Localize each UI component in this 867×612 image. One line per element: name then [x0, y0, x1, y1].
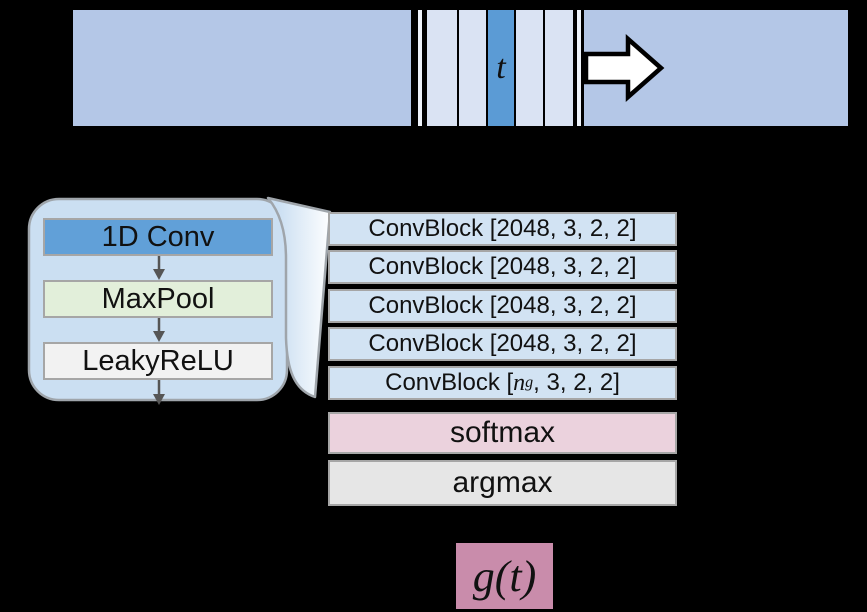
layer-label: 1D Conv: [101, 220, 215, 253]
convblock-ng-prefix: ConvBlock [: [385, 369, 514, 396]
frame-index-label: t: [496, 49, 506, 86]
convblock-row-label: ConvBlock [2048, 3, 2, 2]: [368, 292, 637, 319]
convblock-row-label: ConvBlock [2048, 3, 2, 2]: [368, 330, 637, 357]
layer-box-maxpool: MaxPool: [43, 280, 273, 318]
frame-divider-sliver: [418, 10, 422, 126]
argmax-row: argmax: [328, 460, 677, 506]
argmax-label: argmax: [452, 466, 553, 499]
convblock-row: ConvBlock [2048, 3, 2, 2]: [328, 212, 677, 246]
layer-box-1d-conv: 1D Conv: [43, 218, 273, 256]
frame-stripe: [459, 10, 486, 126]
down-arrow-icon: [153, 318, 165, 342]
right-arrow-icon: [583, 34, 665, 102]
convblock-ng-suffix: , 3, 2, 2]: [533, 369, 620, 396]
convblock-ng-variable: n: [513, 369, 526, 396]
down-arrow-icon: [153, 380, 165, 405]
convblock-row: ConvBlock [2048, 3, 2, 2]: [328, 327, 677, 361]
layer-box-leakyrelu: LeakyReLU: [43, 342, 273, 380]
selected-frame-stripe: t: [488, 10, 514, 126]
output-label: g(t): [472, 551, 537, 601]
softmax-row: softmax: [328, 412, 677, 454]
convblock-ng-subscript: g: [525, 374, 534, 391]
layer-label: MaxPool: [101, 282, 215, 315]
layer-label: LeakyReLU: [82, 344, 234, 377]
frame-divider-sliver: [577, 10, 581, 126]
frame-stripe: [427, 10, 457, 126]
convblock-row: ConvBlock [2048, 3, 2, 2]: [328, 250, 677, 284]
output-box: g(t): [456, 543, 553, 609]
softmax-label: softmax: [449, 416, 556, 449]
waveform-bar-left: [73, 10, 411, 126]
convblock-row: ConvBlock [2048, 3, 2, 2]: [328, 289, 677, 323]
convblock-row-label: ConvBlock [2048, 3, 2, 2]: [368, 253, 637, 280]
convblock-row-label: ConvBlock [2048, 3, 2, 2]: [368, 215, 637, 242]
frame-stripe: [516, 10, 543, 126]
frame-stripe: [545, 10, 573, 126]
down-arrow-icon: [153, 256, 165, 280]
